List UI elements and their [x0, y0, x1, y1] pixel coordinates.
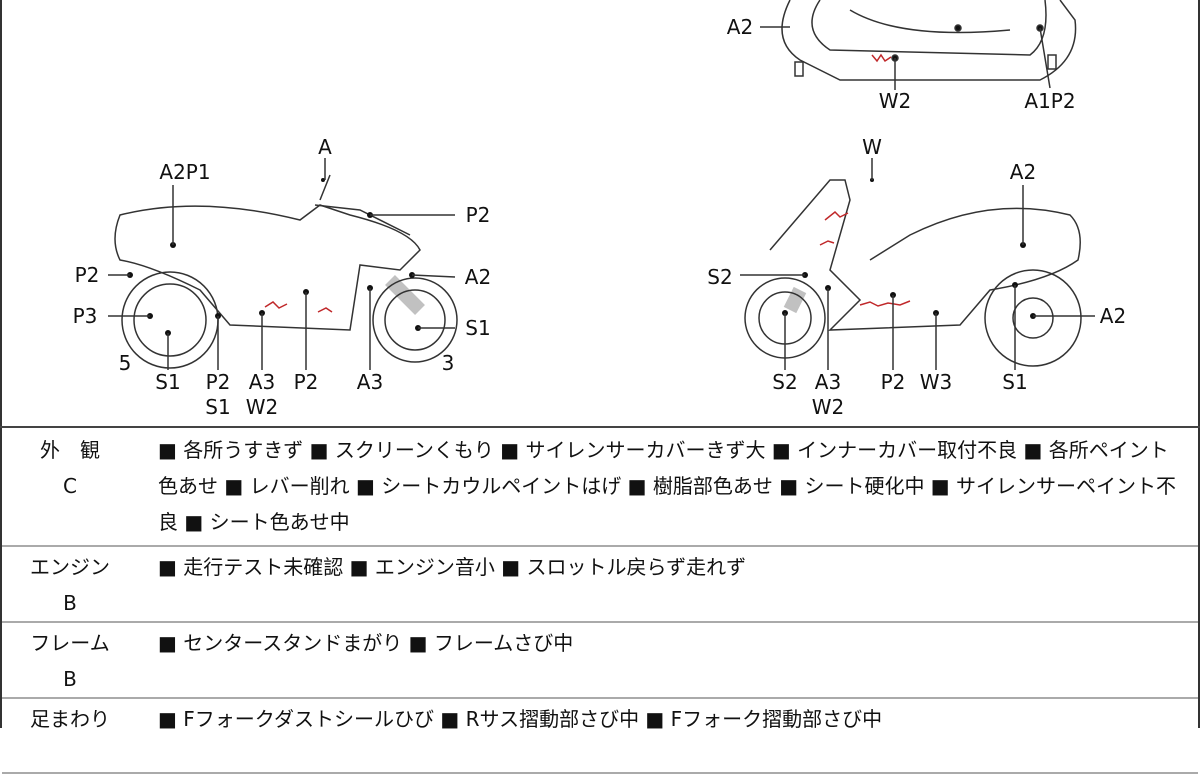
- table-row: 外 観 C ■ 各所うすきず ■ スクリーンくもり ■ サイレンサーカバーきず大 …: [2, 430, 1198, 546]
- scooter-top-view: [760, 0, 1077, 90]
- grade: C: [63, 474, 77, 498]
- table-row: エンジン B ■ 走行テスト未確認 ■ エンジン音小 ■ スロットル戻らず走れず: [2, 546, 1198, 622]
- label: 5: [118, 351, 132, 375]
- category-label: 外 観: [40, 438, 100, 462]
- label: P2: [74, 263, 100, 287]
- grade: B: [63, 667, 77, 691]
- label: S1: [1002, 370, 1028, 394]
- label: A2: [1099, 304, 1127, 328]
- label: 3: [441, 351, 455, 375]
- label: S1: [465, 316, 491, 340]
- label: W3: [919, 370, 953, 394]
- label: W: [862, 135, 882, 159]
- damage-diagram: A2 W2 A1P2 A A2P1 P2 P2 A2 P3 S1 5 3 S1 …: [0, 0, 1200, 428]
- grade: B: [63, 591, 77, 615]
- label: A2: [1009, 160, 1037, 184]
- category-label: エンジン: [30, 555, 110, 579]
- label: W2: [811, 395, 845, 419]
- label: S2: [707, 265, 733, 289]
- label: S1: [205, 395, 231, 419]
- label: P2: [293, 370, 319, 394]
- label: P2: [465, 203, 491, 227]
- condition-table: 外 観 C ■ 各所うすきず ■ スクリーンくもり ■ サイレンサーカバーきず大 …: [2, 430, 1198, 774]
- scooter-left-view: [108, 158, 458, 370]
- label-a1p2: A1P2: [1024, 89, 1076, 113]
- label: A3: [248, 370, 276, 394]
- label: P3: [72, 304, 98, 328]
- table-row: 足まわり ■ Fフォークダストシールひび ■ Rサス摺動部さび中 ■ Fフォーク…: [2, 698, 1198, 773]
- label: P2: [205, 370, 231, 394]
- items-text: ■ 各所うすきず ■ スクリーンくもり ■ サイレンサーカバーきず大 ■ インナ…: [158, 438, 1177, 534]
- scooter-right-view: [740, 158, 1095, 370]
- category-label: 足まわり: [30, 707, 110, 731]
- items-text: ■ Fフォークダストシールひび ■ Rサス摺動部さび中 ■ Fフォーク摺動部さび…: [158, 707, 883, 731]
- label: P2: [880, 370, 906, 394]
- category-label: フレーム: [30, 631, 110, 655]
- label: A: [318, 135, 332, 159]
- label: A2P1: [159, 160, 211, 184]
- label: A3: [814, 370, 842, 394]
- label-a2: A2: [726, 15, 754, 39]
- table-row: フレーム B ■ センタースタンドまがり ■ フレームさび中: [2, 622, 1198, 698]
- scooter-drawings: [108, 0, 1095, 370]
- label: W2: [245, 395, 279, 419]
- label: S2: [772, 370, 798, 394]
- items-text: ■ センタースタンドまがり ■ フレームさび中: [158, 631, 574, 655]
- label-w2: W2: [878, 89, 912, 113]
- label: A2: [464, 265, 492, 289]
- items-text: ■ 走行テスト未確認 ■ エンジン音小 ■ スロットル戻らず走れず: [158, 555, 747, 579]
- label: A3: [356, 370, 384, 394]
- label: S1: [155, 370, 181, 394]
- report-frame: [0, 0, 1200, 728]
